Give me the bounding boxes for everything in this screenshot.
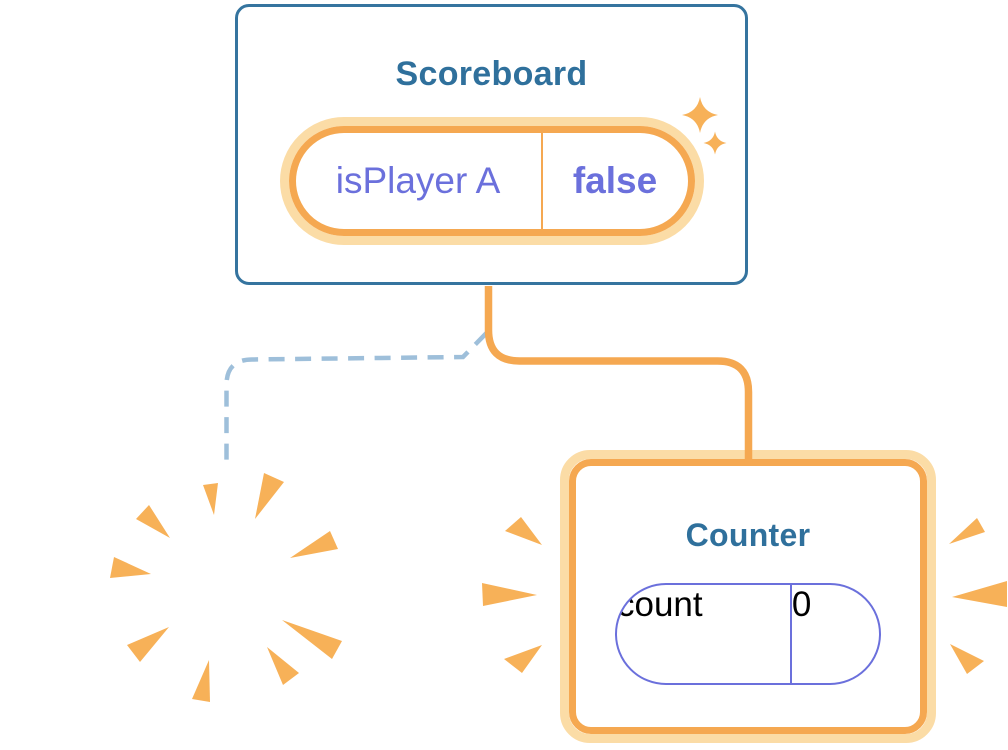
counter-state-value: 0 [791, 585, 812, 624]
counter-state-name: count [617, 585, 792, 683]
counter-component-card: Counter count 0 [560, 450, 936, 743]
emphasis-marks-left-icon [482, 517, 542, 673]
scoreboard-state-pill: isPlayer A false [279, 117, 704, 245]
dashed-connector-line [224, 331, 489, 460]
counter-state-pill: count 0 [615, 583, 881, 685]
burst-icon [110, 473, 342, 702]
destroyed-component-card [84, 458, 362, 715]
scoreboard-state-name: isPlayer A [296, 133, 543, 229]
scoreboard-title: Scoreboard [395, 55, 588, 93]
scoreboard-component-card: Scoreboard isPlayer A false [235, 4, 748, 285]
counter-title: Counter [685, 517, 811, 553]
scoreboard-state-value: false [572, 160, 658, 201]
emphasis-marks-right-icon [949, 518, 1007, 674]
solid-connector-line [484, 286, 753, 464]
